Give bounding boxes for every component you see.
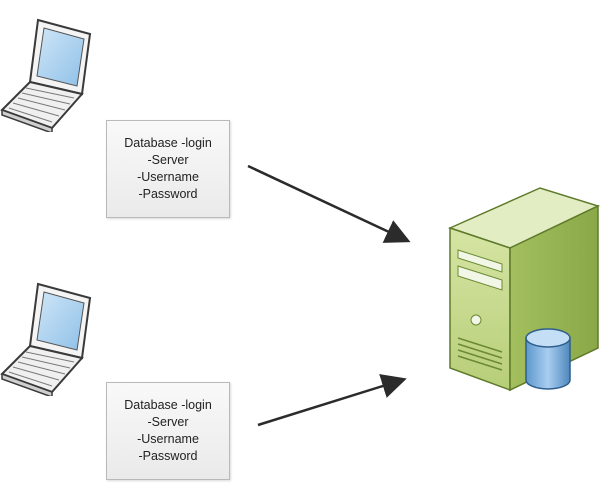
box-title: Database -login [124, 136, 212, 150]
laptop-icon [0, 276, 120, 396]
laptop-icon [0, 12, 120, 132]
login-info-box: Database -login -Server -Username -Passw… [106, 382, 230, 480]
box-field-server: -Server [147, 153, 189, 167]
box-field-username: -Username [137, 170, 199, 184]
box-field-password: -Password [138, 187, 198, 201]
box-field-username: -Username [137, 432, 199, 446]
arrow-client1-to-server [247, 164, 411, 243]
box-title: Database -login [124, 398, 212, 412]
box-field-password: -Password [138, 449, 198, 463]
login-info-box: Database -login -Server -Username -Passw… [106, 120, 230, 218]
box-field-server: -Server [147, 415, 189, 429]
arrow-client2-to-server [257, 374, 407, 427]
database-server-icon [440, 180, 605, 400]
